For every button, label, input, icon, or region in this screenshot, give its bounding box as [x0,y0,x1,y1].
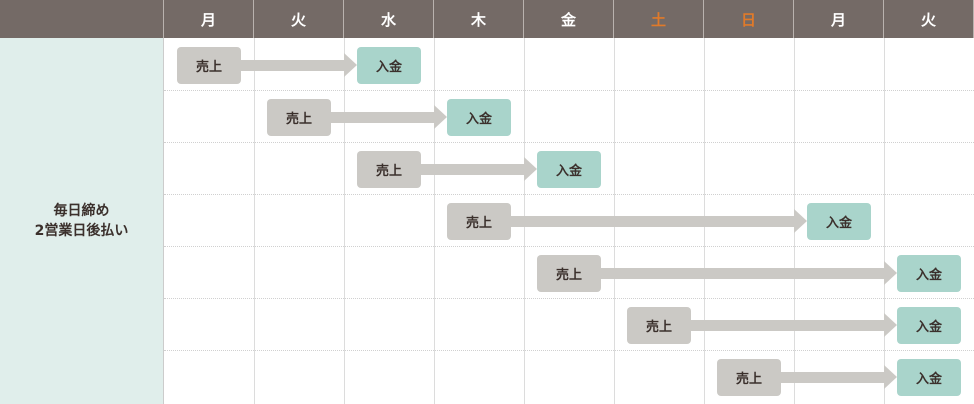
payment-box: 入金 [897,359,961,396]
sale-box: 売上 [357,151,421,188]
arrow-shaft [781,372,884,383]
closing-rule-label: 毎日締め 2営業日後払い [0,38,164,404]
sale-box: 売上 [717,359,781,396]
closing-rule-line2: 2営業日後払い [34,223,129,239]
day-header: 日 [704,0,794,38]
arrow-head [794,209,807,233]
row-divider [164,298,974,299]
payment-box: 入金 [897,307,961,344]
payment-box: 入金 [897,255,961,292]
row-divider [164,90,974,91]
row-divider [164,194,974,195]
payment-box: 入金 [807,203,871,240]
day-header: 火 [884,0,974,38]
sale-box: 売上 [537,255,601,292]
day-header: 金 [524,0,614,38]
arrow-shaft [691,320,884,331]
payment-box: 入金 [537,151,601,188]
arrow-head [884,365,897,389]
column-divider [254,38,255,404]
arrow-head [434,105,447,129]
arrow-head [524,157,537,181]
closing-rule-line1: 毎日締め [53,203,110,219]
day-header: 月 [794,0,884,38]
column-divider [434,38,435,404]
sale-box: 売上 [177,47,241,84]
sale-box: 売上 [627,307,691,344]
arrow-head [884,313,897,337]
arrow-shaft [511,216,794,227]
sale-box: 売上 [447,203,511,240]
row-divider [164,350,974,351]
arrow-shaft [241,60,344,71]
payment-box: 入金 [447,99,511,136]
day-header: 木 [434,0,524,38]
arrow-head [344,53,357,77]
arrow-shaft [421,164,524,175]
day-header: 火 [254,0,344,38]
arrow-shaft [331,112,434,123]
sale-box: 売上 [267,99,331,136]
day-header: 水 [344,0,434,38]
row-divider [164,246,974,247]
column-divider [344,38,345,404]
payment-box: 入金 [357,47,421,84]
column-divider [884,38,885,404]
header-corner [0,0,164,38]
day-header: 月 [164,0,254,38]
row-divider [164,142,974,143]
arrow-head [884,261,897,285]
day-header: 土 [614,0,704,38]
arrow-shaft [601,268,884,279]
